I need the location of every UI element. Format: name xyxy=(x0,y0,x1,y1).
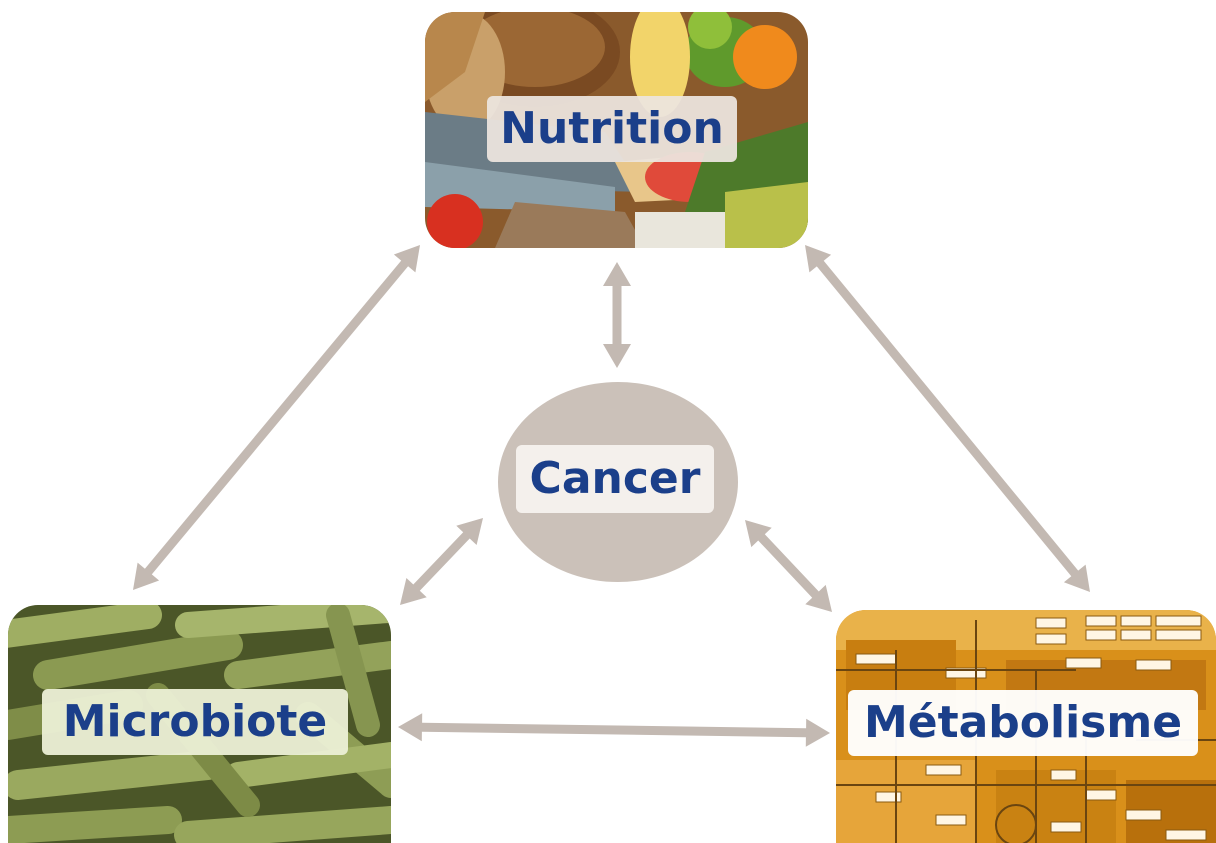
metabolisme-node: Métabolisme xyxy=(836,610,1216,843)
microbiote-node: Microbiote xyxy=(8,605,391,843)
microbiote-label: Microbiote xyxy=(42,689,348,755)
nutrition-node: Nutrition xyxy=(425,12,808,248)
arrow-nutrition-cancer xyxy=(603,262,631,368)
arrow-nutrition-metabolisme xyxy=(805,245,1090,592)
arrow-nutrition-microbiote xyxy=(133,245,420,590)
nutrition-label: Nutrition xyxy=(487,96,737,162)
arrow-cancer-metabolisme xyxy=(745,520,832,612)
metabolisme-label: Métabolisme xyxy=(848,690,1198,756)
cancer-node: Cancer xyxy=(498,382,738,582)
arrow-cancer-microbiote xyxy=(400,518,483,605)
arrow-microbiote-metabolisme xyxy=(398,713,830,747)
cancer-label: Cancer xyxy=(516,445,714,513)
